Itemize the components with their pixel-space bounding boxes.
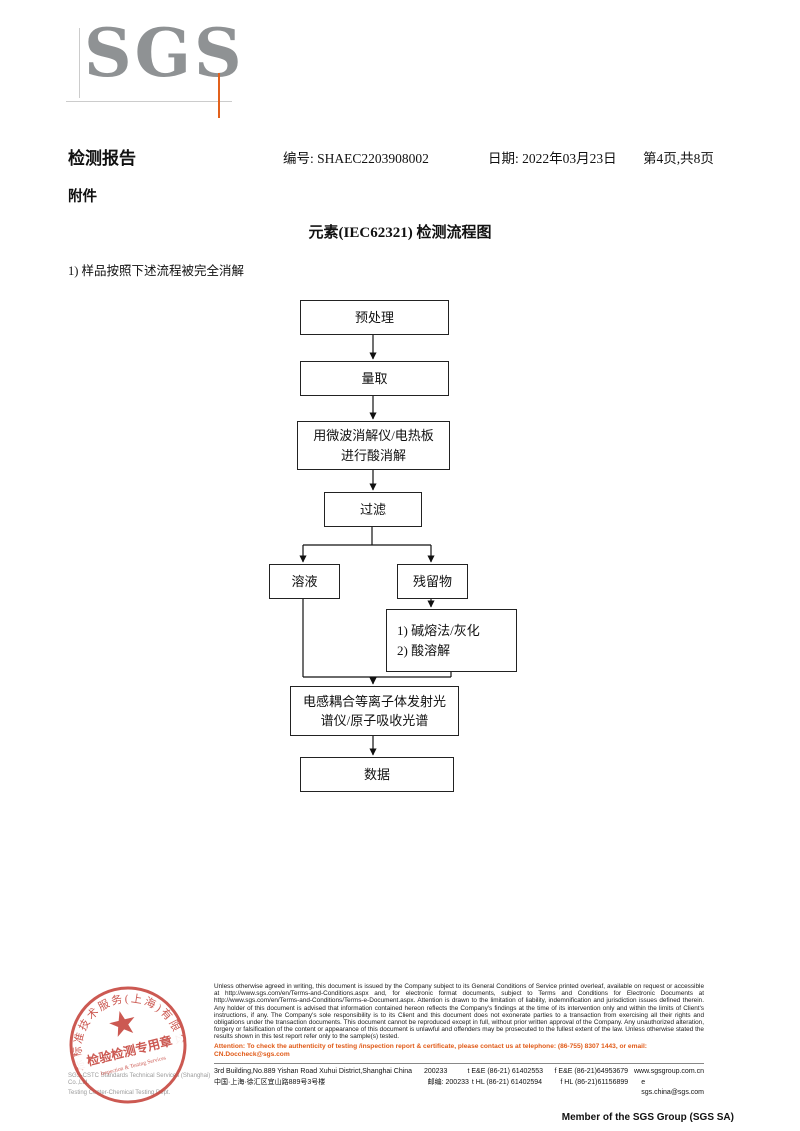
fax-hl: f HL (86-21)61156899 (560, 1078, 629, 1086)
address-row-cn: 中国·上海·徐汇区宜山路889号3号楼 邮编: 200233 t HL (86-… (214, 1078, 704, 1099)
seal-ring (69, 986, 187, 1104)
flow-box-residue: 残留物 (397, 564, 468, 599)
address-en: 3rd Building,No.889 Yishan Road Xuhui Di… (214, 1068, 413, 1076)
phone-ee: t E&E (86-21) 61402553 (467, 1068, 544, 1076)
address-cn: 中国·上海·徐汇区宜山路889号3号楼 (214, 1078, 326, 1086)
logo-bottom-line (66, 101, 232, 102)
flow-box-data: 数据 (300, 757, 454, 792)
phone-hl: t HL (86-21) 61402594 (471, 1078, 543, 1086)
page-number-info: 第4页,共8页 (643, 151, 714, 166)
sgs-group-membership: Member of the SGS Group (SGS SA) (561, 1112, 734, 1123)
report-number-label: 编号: (283, 151, 314, 166)
report-date-value: 2022年03月23日 (522, 151, 617, 166)
seal-band (75, 1029, 184, 1071)
report-title: 检测报告 (68, 149, 136, 168)
website-url: www.sgsgroup.com.cn (633, 1068, 704, 1076)
company-dept-en: Testing Center-Chemical Testing Dept. (68, 1090, 171, 1096)
report-date-label: 日期: (488, 151, 519, 166)
logo-orange-line (218, 73, 220, 118)
flow-box-acid-digestion: 用微波消解仪/电热板 进行酸消解 (297, 421, 450, 470)
report-number: 编号: SHAEC2203908002 (283, 147, 429, 167)
flowchart-title: 元素(IEC62321) 检测流程图 (308, 225, 492, 241)
report-number-value: SHAEC2203908002 (317, 151, 429, 166)
email-sgs: e sgs.china@sgs.com (641, 1078, 704, 1097)
flow-box-icp-oes: 电感耦合等离子体发射光 谱仪/原子吸收光谱 (290, 686, 459, 736)
star-icon (109, 1011, 135, 1037)
company-name-en: SGS-CSTC Standards Technical Services (S… (68, 1073, 211, 1087)
flow-box-alkali-fusion: 1) 碱熔法/灰化 2) 酸溶解 (386, 609, 517, 672)
address-row-en: 3rd Building,No.889 Yishan Road Xuhui Di… (214, 1067, 704, 1078)
footer-legal-block: Unless otherwise agreed in writing, this… (214, 983, 704, 1099)
address-block: 3rd Building,No.889 Yishan Road Xuhui Di… (214, 1063, 704, 1099)
flow-box-measure: 量取 (300, 361, 449, 396)
postcode-cn: 邮编: 200233 (427, 1078, 469, 1086)
flow-box-solution: 溶液 (269, 564, 340, 599)
legal-disclaimer: Unless otherwise agreed in writing, this… (214, 983, 704, 1041)
sgs-logo: SGS (84, 14, 245, 92)
report-date: 日期: 2022年03月23日 (488, 147, 617, 167)
flowchart-note: 1) 样品按照下述流程被完全消解 (68, 264, 245, 278)
logo-left-line (79, 28, 80, 98)
flow-box-pretreatment: 预处理 (300, 300, 449, 335)
attention-notice: Attention: To check the authenticity of … (214, 1043, 647, 1059)
attachment-label: 附件 (68, 189, 97, 205)
company-seal: 通标标准技术服务(上海)有限公司 检验检测专用章 Inspection & Te… (65, 982, 188, 1104)
fax-ee: f E&E (86-21)64953679 (554, 1068, 629, 1076)
flow-box-filter: 过滤 (324, 492, 422, 527)
postcode-en: 200233 (423, 1068, 448, 1076)
